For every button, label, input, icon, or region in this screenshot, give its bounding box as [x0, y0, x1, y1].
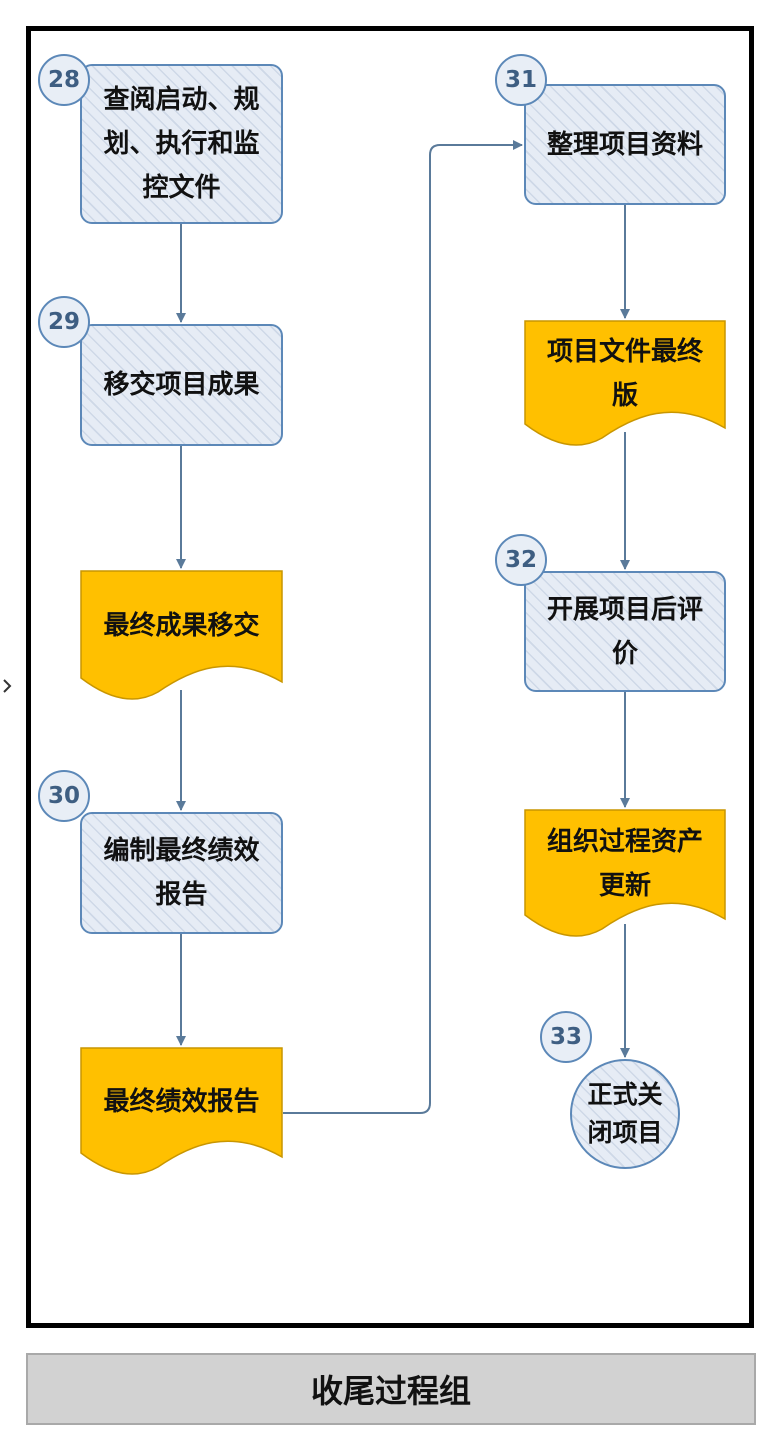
document-opa-updates-label: 组织过程资产更新 [546, 827, 703, 901]
process-28-label: 查阅启动、规划、执行和监控文件 [103, 85, 260, 203]
document-final-project-files-label: 项目文件最终版 [546, 337, 703, 411]
document-final-project-files: 项目文件最终版 [524, 320, 726, 450]
document-final-report-label: 最终绩效报告 [103, 1087, 260, 1117]
document-final-report: 最终绩效报告 [80, 1047, 283, 1179]
chevron-right-icon [3, 679, 12, 693]
step-badge-31: 31 [495, 54, 547, 106]
process-28: 查阅启动、规划、执行和监控文件 [80, 64, 283, 224]
process-30: 编制最终绩效报告 [80, 812, 283, 934]
process-30-label: 编制最终绩效报告 [103, 836, 260, 910]
process-31-label: 整理项目资料 [546, 129, 703, 160]
terminal-33-label: 正式关闭项目 [587, 1080, 663, 1147]
step-badge-29: 29 [38, 296, 90, 348]
document-opa-updates: 组织过程资产更新 [524, 809, 726, 941]
document-final-deliverable-label: 最终成果移交 [103, 611, 260, 641]
step-badge-28: 28 [38, 54, 90, 106]
process-32: 开展项目后评价 [524, 571, 726, 692]
process-29: 移交项目成果 [80, 324, 283, 446]
document-final-deliverable: 最终成果移交 [80, 570, 283, 704]
process-29-label: 移交项目成果 [103, 370, 260, 400]
process-32-label: 开展项目后评价 [546, 594, 703, 669]
terminal-33: 正式关闭项目 [570, 1059, 680, 1169]
step-badge-32: 32 [495, 534, 547, 586]
process-31: 整理项目资料 [524, 84, 726, 205]
group-label-bar: 收尾过程组 [26, 1353, 756, 1425]
step-badge-30: 30 [38, 770, 90, 822]
step-badge-33: 33 [540, 1011, 592, 1063]
